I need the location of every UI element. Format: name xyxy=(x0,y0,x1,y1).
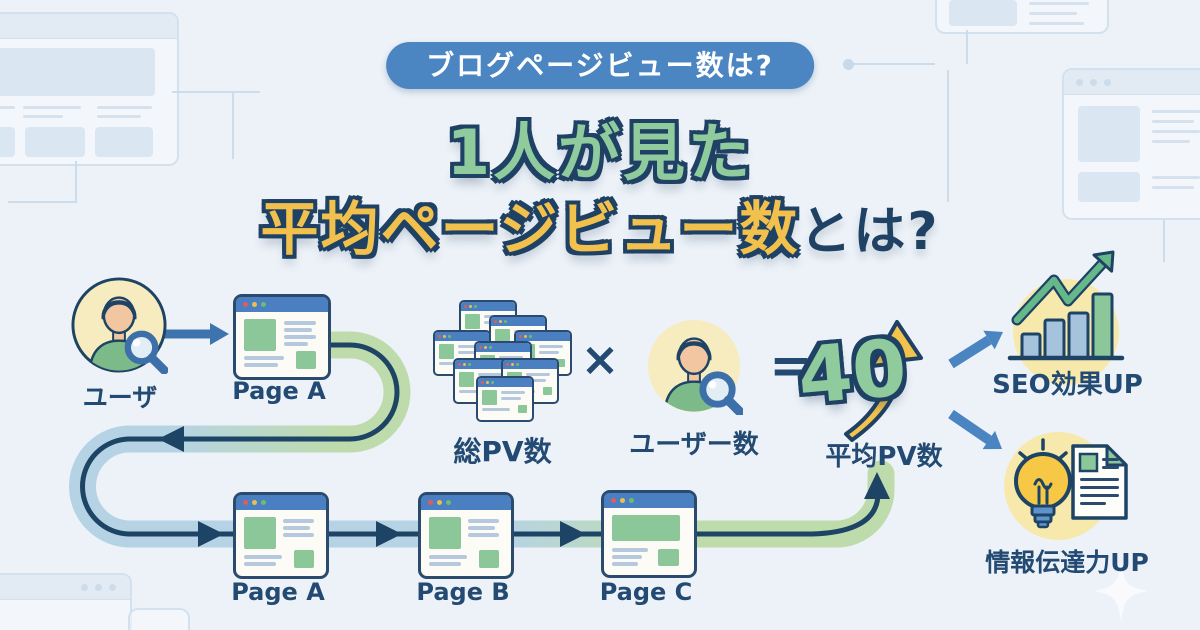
users-count-icon xyxy=(647,319,743,415)
info-result-label: 情報伝達力UP xyxy=(985,548,1149,577)
sparkle-icon xyxy=(1094,562,1148,622)
lightbulb-document-icon xyxy=(1004,432,1128,540)
total-pv-label: 総PV数 xyxy=(453,435,552,468)
page-c-window xyxy=(601,490,697,578)
browser-bar xyxy=(236,297,328,312)
arrow-to-seo-icon xyxy=(948,330,1003,369)
page-a-top-label: Page A xyxy=(232,377,326,405)
title-line2: 平均ページビュー数とは? xyxy=(0,182,1200,266)
document-icon xyxy=(1071,444,1128,520)
user-label: ユーザ xyxy=(82,383,158,412)
users-count-label: ユーザー数 xyxy=(629,430,759,460)
multiply-sign: × xyxy=(580,332,620,386)
bg-wireframe-top-right xyxy=(1062,68,1200,220)
page-b-label: Page B xyxy=(416,578,510,606)
page-c-label: Page C xyxy=(599,578,693,606)
top-badge: ブログページビュー数は? xyxy=(386,42,814,89)
page-b-window xyxy=(418,492,514,579)
average-pv-value: 40 xyxy=(794,323,911,423)
flow-arrowhead-up-icon xyxy=(864,472,890,499)
flow-arrowhead-right3-icon xyxy=(560,521,586,547)
flow-line xyxy=(80,342,881,537)
title-line1: 1人が見た xyxy=(0,102,1200,192)
average-pv-label: 平均PV数 xyxy=(825,442,943,472)
browser-bar xyxy=(604,493,694,508)
person-magnifier-icon xyxy=(71,277,168,374)
seo-result-label: SEO効果UP xyxy=(992,370,1143,400)
bg-wireframe-top-left xyxy=(0,12,179,166)
curved-up-arrow-icon xyxy=(844,320,923,442)
page-a-bottom-window xyxy=(233,492,329,579)
equals-sign: = xyxy=(769,336,813,396)
arrow-to-info-icon xyxy=(948,409,1002,450)
bg-wireframe-top-center xyxy=(935,0,1109,34)
bg-wireframe-bottom-left xyxy=(0,573,132,630)
title-line2-highlight: 平均ページビュー数 xyxy=(260,195,800,263)
user-to-page-arrow-icon xyxy=(162,323,229,345)
page-a-bottom-label: Page A xyxy=(231,578,325,606)
browser-bar xyxy=(421,495,511,510)
flow-arrowhead-right2-icon xyxy=(376,521,402,547)
bar-chart-growth-icon xyxy=(1007,250,1125,385)
bg-wireframe-bottom-left-2 xyxy=(128,608,190,630)
flow-arrowhead-right1-icon xyxy=(198,521,224,547)
browser-stack-icon xyxy=(430,292,575,427)
browser-bar xyxy=(236,495,326,510)
top-badge-label: ブログページビュー数は? xyxy=(426,49,774,82)
title-line1-text: 1人が見た xyxy=(446,116,754,189)
title-line2-suffix: とは? xyxy=(799,202,940,262)
page-a-top-window xyxy=(233,294,331,380)
lightbulb-icon xyxy=(1014,438,1072,529)
flow-arrowhead-left-icon xyxy=(158,426,184,452)
